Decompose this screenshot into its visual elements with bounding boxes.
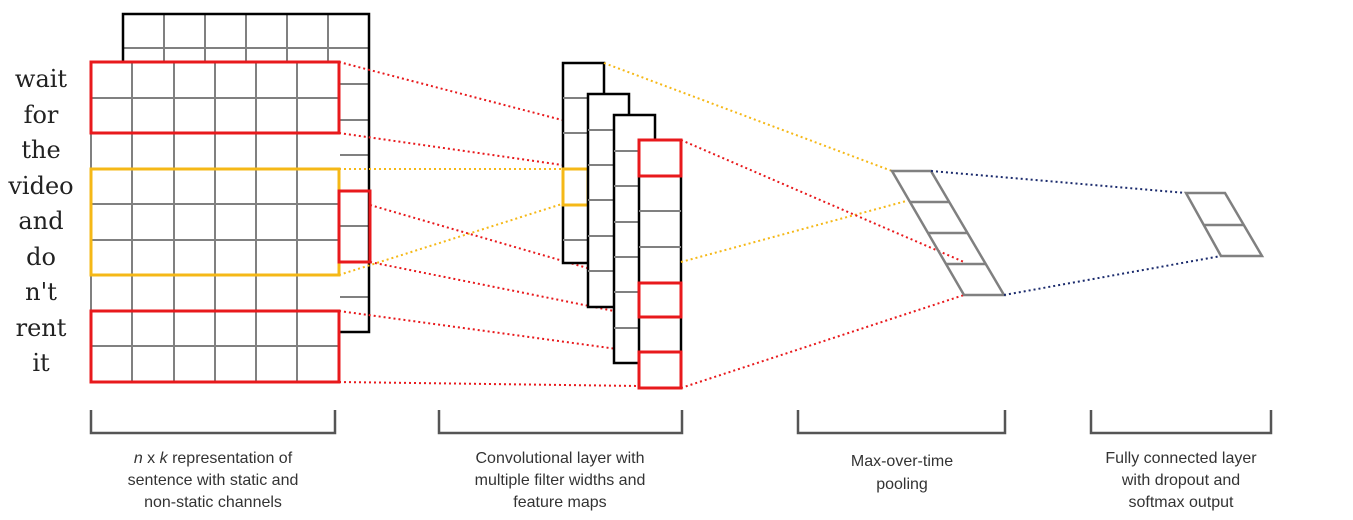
word-token: do [26, 243, 56, 271]
word-token: for [24, 101, 59, 129]
caption-line: softmax output [1129, 494, 1235, 511]
red-filter-region-2 [89, 309, 341, 384]
word-token: the [21, 136, 60, 164]
caption-var-k: k [160, 450, 169, 467]
caption-line: feature maps [513, 494, 606, 511]
word-token: n't [25, 278, 57, 306]
red-feature-cell-1 [637, 138, 683, 178]
caption-line: pooling [876, 476, 928, 493]
svg-text:n x k representation of: n x k representation of [134, 450, 293, 467]
caption-line: non-static channels [144, 494, 282, 511]
word-token: and [18, 207, 63, 235]
caption-line: Convolutional layer with [476, 450, 645, 467]
red-filter-region-1 [89, 60, 341, 135]
conv-feature-map-4 [637, 138, 683, 390]
word-token: it [32, 349, 50, 377]
caption-line: with dropout and [1121, 472, 1240, 489]
section-brackets [89, 410, 1273, 435]
caption-var-n: n [134, 450, 143, 467]
caption-rest: representation of [168, 450, 293, 467]
conv-to-pool-connections [603, 62, 965, 389]
bracket-fully-connected [1089, 410, 1273, 435]
caption-representation: n x k representation of sentence with st… [128, 450, 299, 511]
bracket-convolution [437, 410, 684, 435]
pooling-layer [889, 169, 1007, 297]
caption-fully-connected: Fully connected layer with dropout and s… [1105, 450, 1257, 511]
caption-line: Fully connected layer [1105, 450, 1257, 467]
word-token: video [7, 172, 73, 200]
caption-line: multiple filter widths and [475, 472, 646, 489]
bracket-representation [89, 410, 337, 435]
front-channel-matrix [89, 60, 372, 384]
fully-connected-layer [1183, 191, 1265, 258]
input-to-conv-connections [338, 61, 640, 387]
caption-times: x [143, 450, 160, 467]
caption-line: Max-over-time [851, 453, 953, 470]
red-filter-region-back [337, 189, 372, 264]
red-feature-cell-2 [637, 281, 683, 319]
caption-pooling: Max-over-time pooling [851, 453, 953, 493]
caption-line: sentence with static and [128, 472, 299, 489]
pool-to-dense-connections [930, 170, 1222, 296]
word-token: wait [15, 65, 68, 93]
bracket-pooling [796, 410, 1007, 435]
red-feature-cell-3 [637, 350, 683, 390]
caption-convolution: Convolutional layer with multiple filter… [475, 450, 646, 511]
word-token: rent [16, 314, 67, 342]
sentence-words: wait for the video and do n't rent it [7, 65, 73, 377]
